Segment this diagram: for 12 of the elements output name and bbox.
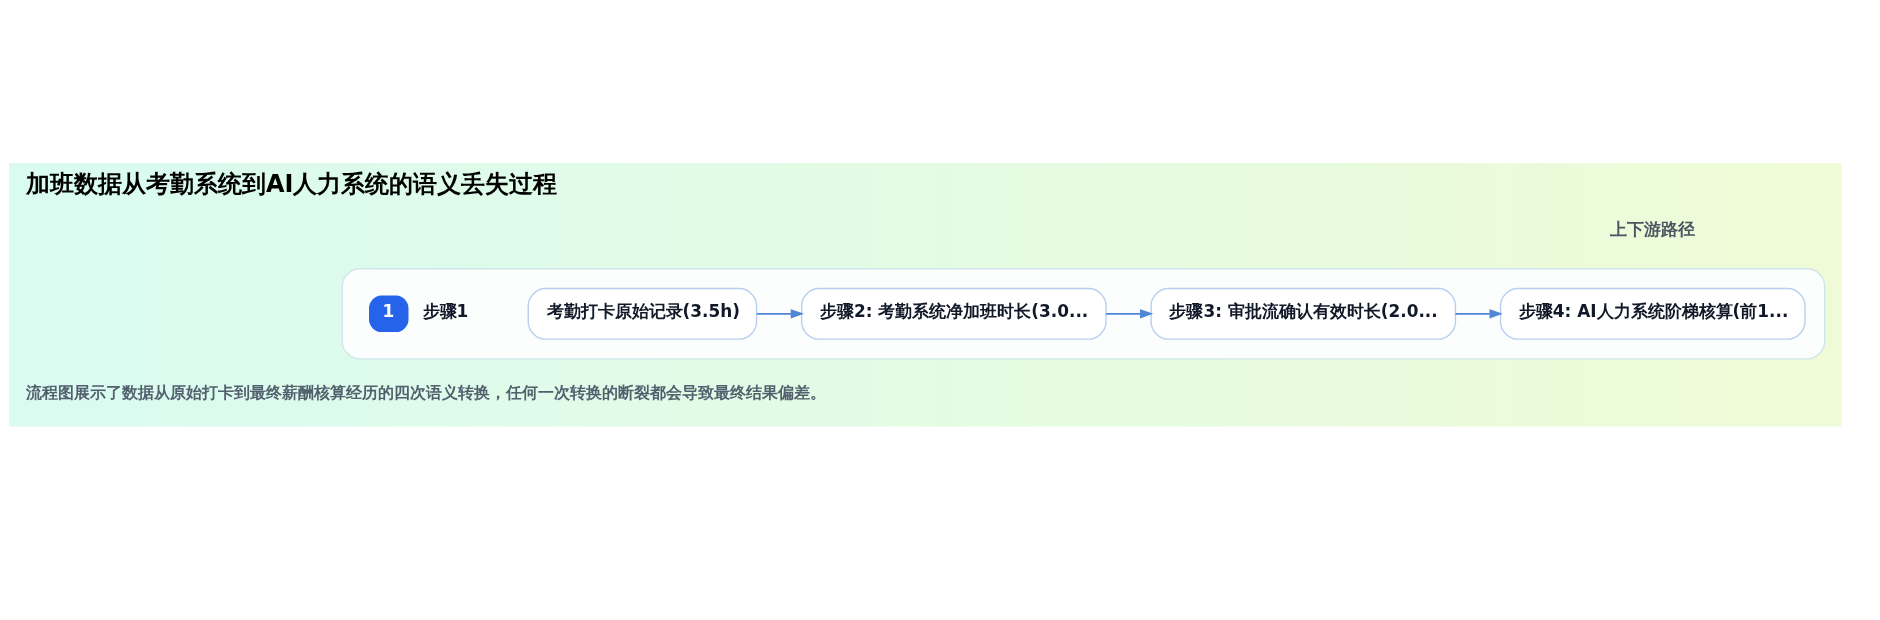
arrow	[1104, 309, 1153, 319]
label: 上下游路径	[1609, 219, 1695, 240]
cluster	[341, 268, 1825, 360]
node-box: 步骤3: 审批流确认有效时长(2.0...	[1149, 287, 1456, 340]
node-label: 步骤1	[422, 300, 468, 321]
diagram-title: 加班数据从考勤系统到AI人力系统的语义丢失过程	[25, 170, 557, 199]
caption: 流程图展示了数据从原始打卡到最终薪酬核算经历的四次语义转换，任何一次转换的断裂都会导致最终结果偏差。	[25, 384, 826, 403]
arrow	[1454, 309, 1503, 319]
node-box: 步骤4: AI人力系统阶梯核算(前1...	[1499, 287, 1806, 340]
arrow	[755, 309, 804, 319]
node-box: 步骤2: 考勤系统净加班时长(3.0...	[800, 287, 1107, 340]
node-box: 考勤打卡原始记录(3.5h)	[527, 287, 757, 340]
